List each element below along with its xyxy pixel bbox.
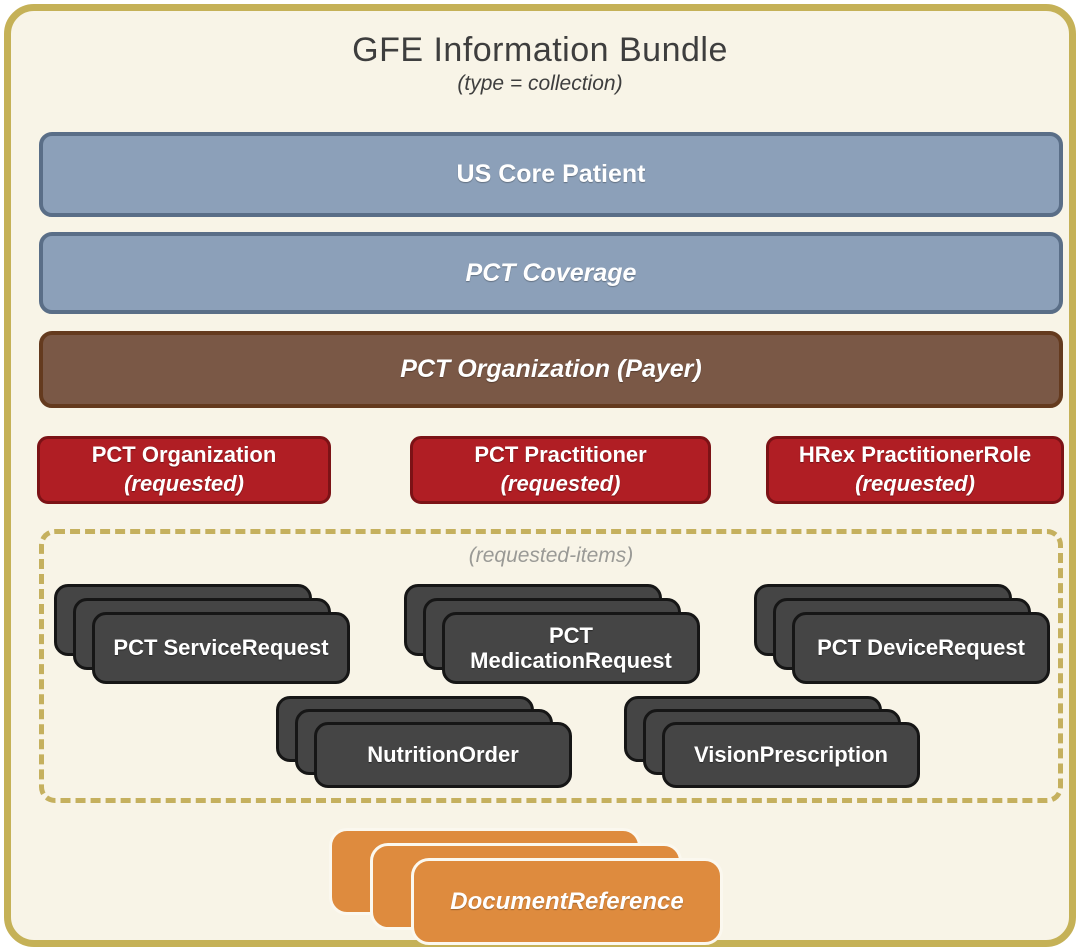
bar-us-core-patient: US Core Patient (39, 132, 1063, 217)
stack-card-front: NutritionOrder (314, 722, 572, 788)
stack-card-front: PCT DeviceRequest (792, 612, 1050, 684)
requested-items-group: (requested-items) (39, 529, 1063, 803)
bar-pct-coverage-label: PCT Coverage (465, 258, 637, 287)
box-pct-practitioner-qualifier: (requested) (500, 471, 621, 496)
requested-items-label: (requested-items) (468, 544, 634, 567)
bar-pct-coverage: PCT Coverage (39, 232, 1063, 314)
stack-card-front: PCT MedicationRequest (442, 612, 700, 684)
diagram-title: GFE Information Bundle (352, 31, 728, 69)
box-pct-organization-name: PCT Organization (91, 442, 277, 468)
box-hrex-practitionerrole-qualifier: (requested) (855, 471, 975, 496)
box-hrex-practitionerrole-name: HRex PractitionerRole (798, 442, 1032, 468)
bar-us-core-patient-label: US Core Patient (456, 160, 646, 188)
bar-pct-organization-payer-label: PCT Organization (Payer) (400, 355, 702, 383)
bar-pct-organization-payer: PCT Organization (Payer) (39, 331, 1063, 408)
gfe-bundle-frame: GFE Information Bundle (type = collectio… (4, 4, 1076, 947)
box-pct-practitioner-requested: PCT Practitioner (requested) (410, 436, 711, 504)
box-pct-organization-qualifier: (requested) (124, 471, 244, 496)
stack-card-front: VisionPrescription (662, 722, 920, 788)
stack-card-front: DocumentReference (411, 858, 723, 945)
box-pct-organization-requested: PCT Organization (requested) (37, 436, 331, 504)
box-hrex-practitionerrole-requested: HRex PractitionerRole (requested) (766, 436, 1064, 504)
box-pct-practitioner-name: PCT Practitioner (474, 442, 647, 468)
stack-card-front: PCT ServiceRequest (92, 612, 350, 684)
diagram-subtitle: (type = collection) (457, 72, 623, 95)
